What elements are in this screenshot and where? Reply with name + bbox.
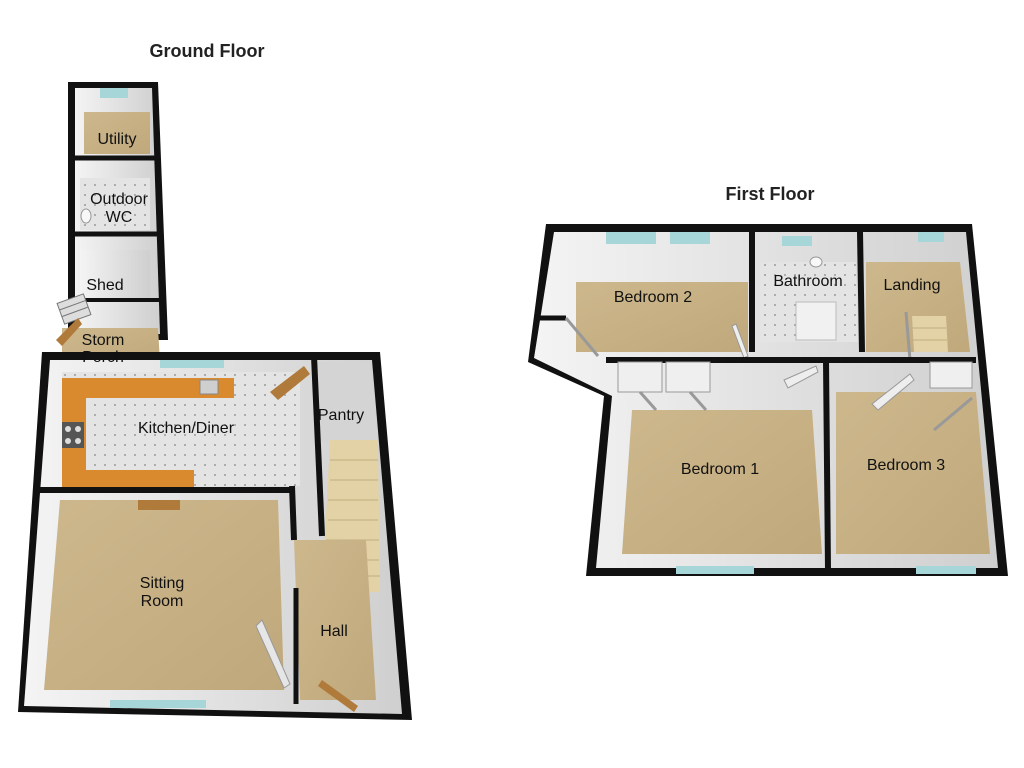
bedroom-1-floor (622, 410, 822, 554)
toilet-icon (80, 208, 92, 224)
bathroom-window (782, 236, 812, 246)
utility-floor (84, 112, 150, 154)
ground-floor-title: Ground Floor (150, 41, 265, 61)
kitchen-floor (62, 372, 300, 486)
sitting-room-window (110, 700, 206, 708)
hall-floor (294, 540, 376, 700)
label-sitting-room-1: Sitting (140, 575, 184, 592)
hob-icon (62, 422, 84, 448)
first-floor-stairs (912, 316, 948, 352)
bath-icon (795, 301, 837, 341)
bedroom-2-window-1 (606, 232, 656, 244)
bedroom-1-window (676, 566, 754, 574)
sink-icon (199, 379, 219, 395)
bedroom-2-floor (576, 282, 748, 352)
front-door (318, 680, 358, 712)
wc-floor (80, 178, 150, 230)
label-sitting-room-2: Room (141, 593, 184, 610)
label-pantry: Pantry (318, 407, 364, 424)
label-bathroom: Bathroom (773, 273, 842, 290)
bedroom-2-window-2 (670, 232, 710, 244)
label-landing: Landing (884, 277, 941, 294)
label-storm-porch-2: Porch (82, 349, 124, 366)
label-utility: Utility (97, 131, 136, 148)
label-kitchen-diner: Kitchen/Diner (138, 420, 235, 437)
utility-window (100, 88, 128, 98)
fireplace (138, 500, 180, 510)
kitchen-window (160, 360, 224, 368)
ground-floor: Ground Floor (18, 41, 412, 720)
sitting-room-floor (44, 500, 284, 690)
label-outdoor-wc-1: Outdoor (90, 191, 148, 208)
bedroom-1-wardrobe (617, 361, 711, 411)
porch-door (56, 318, 82, 346)
bedroom-3-floor (836, 392, 990, 554)
landing-window (918, 232, 944, 242)
label-hall: Hall (320, 623, 348, 640)
bedroom-3-window (916, 566, 976, 574)
ground-main-house (18, 352, 412, 720)
shed-floor (80, 250, 150, 298)
bedroom-3-wardrobe (929, 361, 973, 432)
basin-icon (809, 256, 823, 268)
bedroom-3-door (871, 373, 915, 411)
label-bedroom-2: Bedroom 2 (614, 289, 692, 306)
pantry-floor (316, 362, 378, 442)
label-bedroom-3: Bedroom 3 (867, 457, 945, 474)
first-floor: First Floor (528, 184, 1008, 576)
label-outdoor-wc-2: WC (106, 209, 133, 226)
kitchen-back-door (270, 366, 310, 400)
outbuildings (56, 82, 168, 340)
label-bedroom-1: Bedroom 1 (681, 461, 759, 478)
sitting-room-door (255, 619, 291, 689)
bedroom-1-door (783, 365, 819, 389)
first-floor-title: First Floor (726, 184, 815, 204)
label-shed: Shed (86, 277, 123, 294)
label-storm-porch-1: Storm (82, 332, 125, 349)
